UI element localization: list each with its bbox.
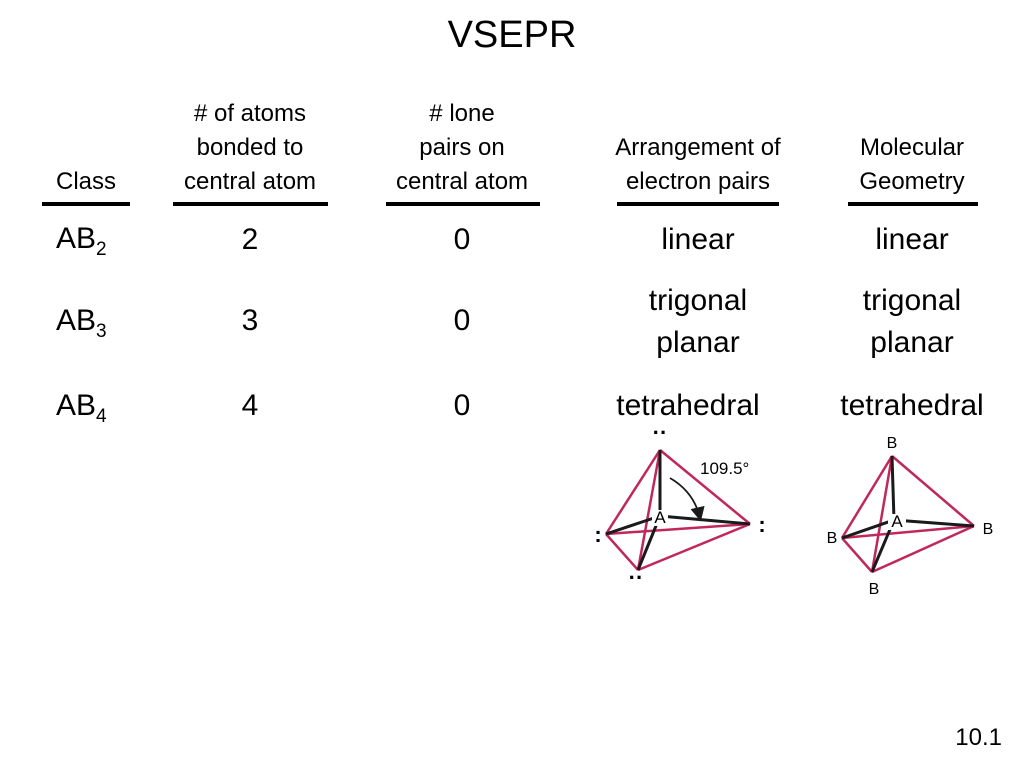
header-atoms-bonded: # of atoms bonded to central atom xyxy=(160,97,340,199)
tetrahedral-geometry-diagram: A B B B B xyxy=(827,435,994,598)
header-arrangement-line-2: electron pairs xyxy=(625,168,771,195)
header-rule-atoms xyxy=(173,202,328,206)
row-3-geometry: tetrahedral xyxy=(812,385,1012,427)
header-rule-geometry xyxy=(848,202,978,206)
lone-pair-top: ·· xyxy=(653,430,668,445)
page-number: 10.1 xyxy=(955,724,1002,751)
header-atoms-line-1: # of atoms xyxy=(193,100,307,127)
center-atom-label: A xyxy=(654,508,666,527)
row-2-class: AB3 xyxy=(56,304,107,341)
row-3-class-subscript: 4 xyxy=(96,406,107,427)
tetrahedral-arrangement-diagram: A 109.5° ·· : : ·· xyxy=(594,430,765,590)
header-lone-line-1: # lone xyxy=(429,100,495,127)
row-2-arrangement: trigonal planar xyxy=(588,280,808,364)
row-2-geometry-line-2: planar xyxy=(870,326,954,359)
header-lone-line-2: pairs on xyxy=(419,134,505,161)
row-2-class-base: AB xyxy=(56,304,97,337)
header-geometry: Molecular Geometry xyxy=(828,131,996,199)
tetrahedron-edges xyxy=(604,449,751,572)
row-1-class-base: AB xyxy=(56,222,97,255)
header-arrangement: Arrangement of electron pairs xyxy=(588,131,808,199)
bond-angle-arc xyxy=(669,477,705,522)
geometry-tetrahedron-edges xyxy=(840,455,975,574)
header-rule-class xyxy=(42,202,130,206)
row-1-arrangement: linear xyxy=(588,219,808,261)
row-1-atoms: 2 xyxy=(241,223,259,256)
geometry-center-atom-label: A xyxy=(891,512,903,531)
row-2-class-subscript: 3 xyxy=(96,321,107,342)
ligand-left-label: B xyxy=(827,530,838,547)
header-atoms-line-2: bonded to xyxy=(196,134,304,161)
row-2-lone: 0 xyxy=(453,304,471,337)
header-lone-line-3: central atom xyxy=(395,168,529,195)
row-3-arrangement: tetrahedral xyxy=(578,385,798,427)
header-rule-lone xyxy=(386,202,540,206)
lone-pair-bottom: ·· xyxy=(629,565,644,590)
row-2-atoms: 3 xyxy=(241,304,259,337)
lone-pair-left: : xyxy=(594,522,601,547)
header-lone-pairs: # lone pairs on central atom xyxy=(372,97,552,199)
header-atoms-line-3: central atom xyxy=(183,168,317,195)
center-atom-backdrop xyxy=(652,510,668,526)
ligand-right-label: B xyxy=(983,521,994,538)
row-2-geometry-line-1: trigonal xyxy=(862,284,962,317)
header-arrangement-line-1: Arrangement of xyxy=(615,134,781,161)
row-3-lone: 0 xyxy=(453,389,471,422)
header-class-line: Class xyxy=(55,168,116,195)
row-2-geometry: trigonal planar xyxy=(812,280,1012,364)
geometry-center-backdrop xyxy=(888,514,906,530)
row-1-class-subscript: 2 xyxy=(96,239,107,260)
row-1-geometry: linear xyxy=(812,219,1012,261)
row-1-lone: 0 xyxy=(453,223,471,256)
row-3-atoms: 4 xyxy=(241,389,259,422)
row-3-geometry-line-1: tetrahedral xyxy=(840,389,984,422)
row-3-class-base: AB xyxy=(56,389,97,422)
lone-pair-right: : xyxy=(758,512,765,537)
row-1-class: AB2 xyxy=(56,222,107,259)
slide-title: VSEPR xyxy=(447,14,577,56)
header-rule-arrangement xyxy=(617,202,779,206)
row-2-arrangement-line-1: trigonal xyxy=(648,284,748,317)
bond-angle-label: 109.5° xyxy=(700,459,749,478)
row-2-arrangement-line-2: planar xyxy=(656,326,740,359)
header-geometry-line-1: Molecular xyxy=(859,134,965,161)
row-3-arrangement-line-1: tetrahedral xyxy=(616,389,760,422)
row-1-geometry-line-1: linear xyxy=(875,223,949,256)
row-1-arrangement-line-1: linear xyxy=(661,223,735,256)
ligand-top-label: B xyxy=(887,435,898,452)
header-class: Class xyxy=(36,165,136,199)
header-geometry-line-2: Geometry xyxy=(859,168,965,195)
ligand-bottom-label: B xyxy=(869,581,880,598)
row-3-class: AB4 xyxy=(56,389,107,426)
